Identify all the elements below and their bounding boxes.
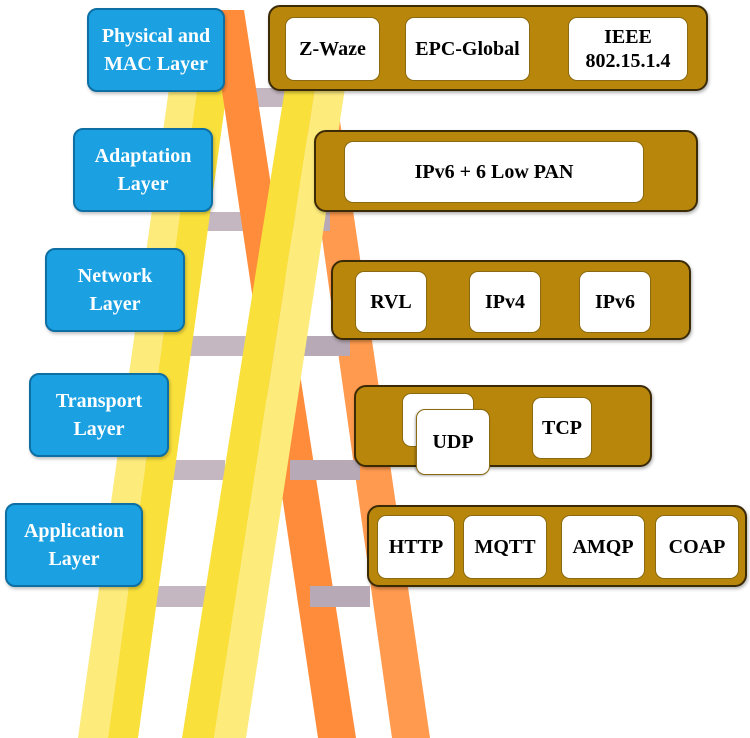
layer-label-physical-mac: Physical and MAC Layer [87, 8, 225, 92]
layer-label-application: Application Layer [5, 503, 143, 587]
protocol-box-mqtt: MQTT [463, 515, 547, 579]
protocol-bar-network: RVL IPv4 IPv6 [331, 260, 691, 340]
protocol-bar-adaptation: IPv6 + 6 Low PAN [314, 130, 698, 212]
protocol-box-tcp: TCP [532, 397, 592, 459]
layer-label-adaptation: Adaptation Layer [73, 128, 213, 212]
front-ladder-rail-light [214, 88, 345, 738]
protocol-box-ipv6: IPv6 [579, 271, 651, 333]
protocol-box-udp: UDP [416, 409, 490, 475]
protocol-box-coap: COAP [655, 515, 739, 579]
protocol-box-ipv6-6lowpan: IPv6 + 6 Low PAN [344, 141, 644, 203]
protocol-box-amqp: AMQP [561, 515, 645, 579]
protocol-bar-application: HTTP MQTT AMQP COAP [367, 505, 747, 587]
protocol-bar-transport: UDP TCP [354, 385, 652, 475]
front-ladder-rail [182, 88, 315, 738]
layer-label-transport: Transport Layer [29, 373, 169, 457]
protocol-box-epc-global: EPC-Global [405, 17, 530, 81]
protocol-box-ieee: IEEE 802.15.1.4 [568, 17, 688, 81]
protocol-box-rvl: RVL [355, 271, 427, 333]
protocol-box-ipv4: IPv4 [469, 271, 541, 333]
protocol-box-z-waze: Z-Waze [285, 17, 380, 81]
layer-label-network: Network Layer [45, 248, 185, 332]
protocol-box-http: HTTP [377, 515, 455, 579]
protocol-bar-physical-mac: Z-Waze EPC-Global IEEE 802.15.1.4 [268, 5, 708, 91]
